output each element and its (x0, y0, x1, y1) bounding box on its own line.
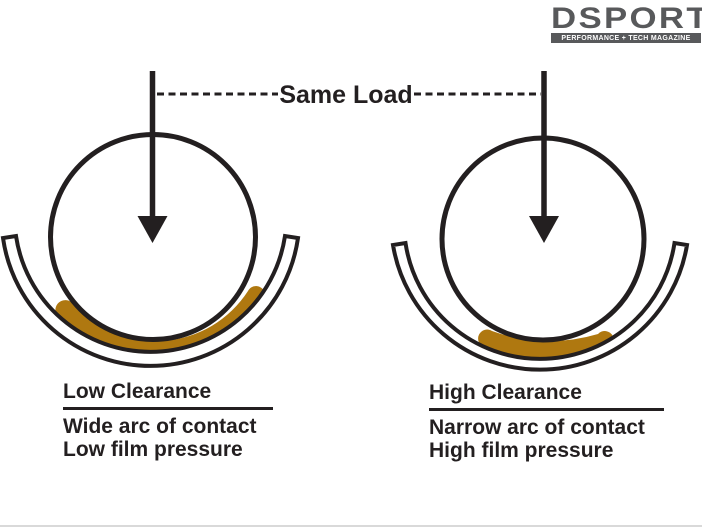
bearing-shell-right (390, 240, 690, 372)
load-arrow-head-right (529, 216, 559, 243)
load-arrow-head-left (137, 216, 168, 243)
high-clearance-pressure-line: High film pressure (429, 439, 614, 462)
high-clearance-title: High Clearance (429, 382, 664, 411)
low-clearance-caption: Low Clearance Wide arc of contact Low fi… (63, 381, 273, 461)
high-clearance-contact-line: Narrow arc of contact (429, 416, 645, 439)
dsport-logo-tagline: PERFORMANCE + TECH MAGAZINE (551, 33, 701, 43)
dsport-logo: DSPORT PERFORMANCE + TECH MAGAZINE (551, 2, 702, 43)
low-clearance-title: Low Clearance (63, 381, 273, 410)
low-clearance-contact-line: Wide arc of contact (63, 415, 257, 438)
high-clearance-caption: High Clearance Narrow arc of contact Hig… (429, 382, 664, 462)
dsport-logo-wordmark: DSPORT (551, 2, 702, 35)
bottom-edge-line (0, 525, 702, 527)
high-clearance-diagram (390, 71, 690, 372)
same-load-label: Same Load (279, 81, 413, 109)
low-clearance-pressure-line: Low film pressure (63, 438, 243, 461)
bearing-shell-left (0, 233, 301, 368)
low-clearance-diagram (0, 71, 301, 368)
